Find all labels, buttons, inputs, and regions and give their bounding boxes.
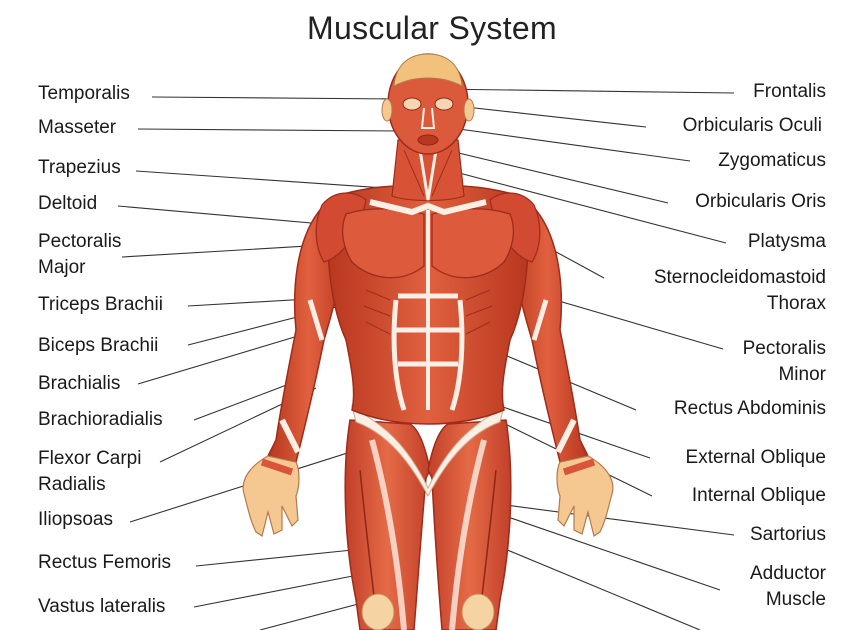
label-trapezius: Trapezius	[38, 157, 121, 178]
label-vastus-lateralis: Vastus lateralis	[38, 596, 166, 617]
label-sartorius: Sartorius	[749, 524, 826, 545]
label-adductor-muscle-line1: Adductor	[749, 563, 826, 584]
label-pectoralis-major-line1: Pectoralis	[38, 231, 122, 252]
label-thorax: Thorax	[766, 293, 826, 314]
label-triceps-brachii: Triceps Brachii	[38, 294, 163, 315]
label-platysma: Platysma	[747, 231, 826, 252]
label-orbicularis-oris: Orbicularis Oris	[695, 191, 826, 212]
label-flexor-carpi-radialis-line1: Flexor Carpi	[38, 448, 142, 469]
label-sternocleidomastoid: Sternocleidomastoid	[653, 267, 826, 288]
label-zygomaticus: Zygomaticus	[718, 150, 826, 171]
label-internal-oblique: Internal Oblique	[691, 485, 826, 506]
label-pectoralis-minor: Pectoralis Minor	[743, 336, 826, 388]
label-rectus-abdominis: Rectus Abdominis	[673, 398, 826, 419]
label-external-oblique: External Oblique	[685, 447, 826, 468]
label-brachialis: Brachialis	[38, 373, 121, 394]
label-pectoralis-major: Pectoralis Major	[38, 229, 121, 281]
label-adductor-muscle: Adductor Muscle	[750, 561, 826, 613]
label-pectoralis-minor-line2: Minor	[778, 364, 826, 385]
label-brachioradialis: Brachioradialis	[38, 409, 163, 430]
body-muscles	[242, 53, 614, 630]
label-flexor-carpi-radialis-line2: Radialis	[38, 474, 106, 495]
label-flexor-carpi-radialis: Flexor Carpi Radialis	[38, 446, 141, 498]
label-orbicularis-oculi: Orbicularis Oculi	[682, 115, 822, 136]
label-deltoid: Deltoid	[38, 193, 98, 214]
label-iliopsoas: Iliopsoas	[38, 509, 113, 530]
label-masseter: Masseter	[38, 117, 117, 138]
label-rectus-femoris: Rectus Femoris	[38, 552, 172, 573]
label-adductor-muscle-line2: Muscle	[765, 589, 826, 610]
label-biceps-brachii: Biceps Brachii	[38, 335, 159, 356]
label-pectoralis-minor-line1: Pectoralis	[742, 338, 826, 359]
label-pectoralis-major-line2: Major	[38, 257, 86, 278]
diagram-title: Muscular System	[307, 10, 557, 46]
label-frontalis: Frontalis	[753, 81, 826, 102]
label-temporalis: Temporalis	[38, 83, 130, 104]
